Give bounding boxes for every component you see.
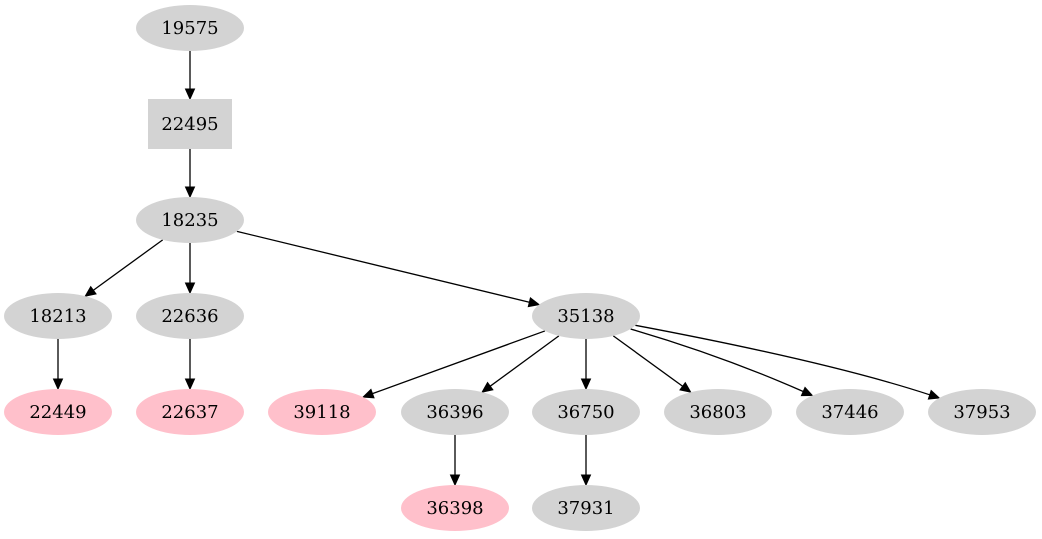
node-22449: 22449	[4, 389, 112, 435]
node-label: 22636	[161, 306, 218, 327]
node-ellipse	[136, 389, 244, 435]
node-ellipse	[268, 389, 376, 435]
node-ellipse	[401, 389, 509, 435]
node-label: 35138	[557, 306, 614, 327]
edge-18235-18213	[84, 239, 164, 297]
edge-35138-36750	[580, 339, 592, 391]
node-label: 36803	[689, 402, 746, 423]
node-36750: 36750	[532, 389, 640, 435]
arrowhead	[800, 386, 814, 397]
node-label: 36750	[557, 402, 614, 423]
edge-22495-18235	[184, 149, 196, 199]
node-ellipse	[532, 293, 640, 339]
edge-36396-36398	[449, 435, 461, 487]
nodes-layer: 19575 22495 18235 18213 22636 35138 22449 22637…	[4, 5, 1036, 531]
node-label: 18235	[161, 210, 218, 231]
node-label: 22637	[161, 402, 218, 423]
node-box	[148, 99, 232, 149]
arrowhead	[184, 378, 196, 391]
node-label: 37931	[557, 498, 614, 519]
node-36396: 36396	[401, 389, 509, 435]
edge-35138-37953	[635, 324, 941, 400]
edge-18213-22449	[52, 339, 64, 391]
node-37446: 37446	[796, 389, 904, 435]
edge-35138-39118	[361, 330, 546, 399]
edges-layer	[52, 51, 941, 487]
node-label: 36396	[426, 402, 483, 423]
edge-line	[612, 335, 684, 387]
node-ellipse	[4, 293, 112, 339]
node-ellipse	[4, 389, 112, 435]
arrowhead	[580, 378, 592, 391]
arrowhead	[927, 389, 941, 400]
node-19575: 19575	[136, 5, 244, 51]
node-label: 18213	[29, 306, 86, 327]
edge-36750-37931	[580, 435, 592, 487]
node-ellipse	[136, 5, 244, 51]
arrowhead	[184, 186, 196, 199]
node-ellipse	[664, 389, 772, 435]
arrowhead	[184, 282, 196, 295]
arrowhead	[84, 285, 97, 297]
node-label: 22449	[29, 402, 86, 423]
node-ellipse	[928, 389, 1036, 435]
edge-35138-36396	[481, 335, 560, 393]
edge-line	[489, 335, 560, 387]
edge-18235-35138	[236, 230, 541, 308]
node-18235: 18235	[136, 197, 244, 243]
node-label: 37953	[953, 402, 1010, 423]
node-ellipse	[401, 485, 509, 531]
node-36803: 36803	[664, 389, 772, 435]
node-ellipse	[136, 197, 244, 243]
edge-line	[92, 239, 164, 291]
arrowhead	[679, 381, 692, 393]
node-22495: 22495	[148, 99, 232, 149]
arrowhead	[361, 388, 375, 399]
edge-line	[372, 330, 546, 395]
arrowhead	[52, 378, 64, 391]
edge-18235-22636	[184, 243, 196, 295]
node-39118: 39118	[268, 389, 376, 435]
node-22636: 22636	[136, 293, 244, 339]
edge-line	[630, 328, 804, 393]
node-label: 37446	[821, 402, 878, 423]
edge-22636-22637	[184, 339, 196, 391]
node-ellipse	[136, 293, 244, 339]
arrowhead	[184, 88, 196, 101]
node-label: 19575	[161, 18, 218, 39]
edge-19575-22495	[184, 51, 196, 101]
node-37953: 37953	[928, 389, 1036, 435]
node-36398: 36398	[401, 485, 509, 531]
node-label: 22495	[161, 114, 218, 135]
node-ellipse	[532, 389, 640, 435]
arrowhead	[580, 474, 592, 487]
node-37931: 37931	[532, 485, 640, 531]
edge-35138-36803	[612, 335, 692, 393]
node-18213: 18213	[4, 293, 112, 339]
arrowhead	[481, 381, 494, 393]
edge-35138-37446	[630, 328, 814, 397]
edge-line	[635, 324, 930, 396]
edge-line	[236, 230, 530, 303]
node-label: 36398	[426, 498, 483, 519]
arrowhead	[527, 297, 541, 308]
node-ellipse	[532, 485, 640, 531]
node-22637: 22637	[136, 389, 244, 435]
node-35138: 35138	[532, 293, 640, 339]
node-ellipse	[796, 389, 904, 435]
arrowhead	[449, 474, 461, 487]
node-label: 39118	[293, 402, 350, 423]
